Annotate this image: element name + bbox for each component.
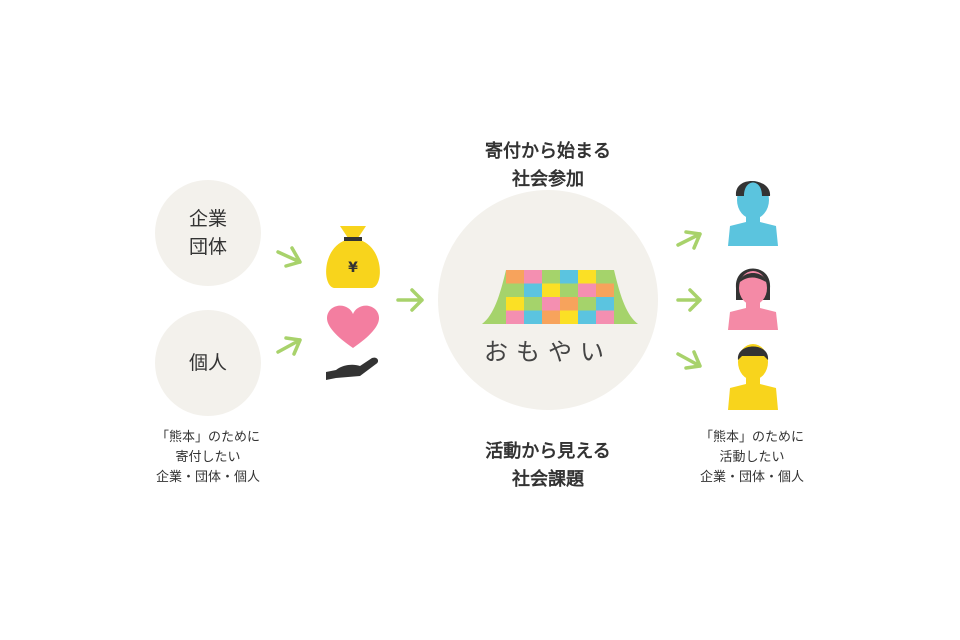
logo-tile bbox=[560, 270, 578, 284]
logo-tile bbox=[542, 283, 560, 297]
top-heading: 寄付から始まる社会参加 bbox=[485, 141, 611, 190]
logo-tile bbox=[506, 270, 524, 284]
label: 企業 bbox=[188, 208, 227, 230]
right-caption: 「熊本」のために活動したい企業・団体・個人 bbox=[699, 430, 804, 485]
logo-tile bbox=[506, 283, 524, 297]
logo-tile bbox=[596, 310, 614, 324]
logo-tile bbox=[524, 283, 542, 297]
logo-tile bbox=[578, 297, 596, 311]
label: 個人 bbox=[188, 352, 227, 374]
arrow-icon bbox=[276, 336, 302, 356]
logo-eave bbox=[614, 270, 638, 324]
logo-text: おもやい bbox=[484, 338, 612, 366]
label: 団体 bbox=[188, 236, 227, 258]
omoyai-logo bbox=[482, 270, 638, 324]
logo-tile bbox=[524, 270, 542, 284]
logo-tile bbox=[596, 283, 614, 297]
logo-tile bbox=[560, 283, 578, 297]
logo-tile bbox=[578, 310, 596, 324]
person-blue-icon bbox=[728, 180, 778, 246]
arrow-icon bbox=[276, 246, 302, 268]
logo-tile bbox=[542, 270, 560, 284]
logo-tile bbox=[542, 310, 560, 324]
logo-tile bbox=[542, 297, 560, 311]
logo-tile bbox=[524, 310, 542, 324]
person-yellow-icon bbox=[728, 344, 778, 410]
yen-symbol: ¥ bbox=[348, 260, 358, 276]
arrow-icon bbox=[676, 350, 702, 370]
hand-icon bbox=[326, 357, 379, 380]
logo-tile bbox=[506, 310, 524, 324]
logo-tile bbox=[578, 283, 596, 297]
arrow-icon bbox=[396, 288, 424, 312]
logo-tile bbox=[578, 270, 596, 284]
donor-corporate-circle: 企業団体 bbox=[155, 180, 261, 286]
money-bag-icon bbox=[326, 226, 380, 288]
person-pink-icon bbox=[728, 268, 778, 330]
arrow-icon bbox=[676, 230, 702, 250]
donor-individual-circle: 個人 bbox=[155, 310, 261, 416]
logo-tile bbox=[524, 297, 542, 311]
arrow-icon bbox=[676, 288, 702, 312]
logo-eave bbox=[482, 270, 506, 324]
bottom-heading: 活動から見える社会課題 bbox=[485, 441, 611, 490]
logo-tile bbox=[506, 297, 524, 311]
logo-tile bbox=[596, 270, 614, 284]
logo-tile bbox=[560, 297, 578, 311]
logo-tile bbox=[596, 297, 614, 311]
heart-icon bbox=[326, 305, 380, 348]
left-caption: 「熊本」のために寄付したい企業・団体・個人 bbox=[155, 430, 260, 485]
logo-tile bbox=[560, 310, 578, 324]
